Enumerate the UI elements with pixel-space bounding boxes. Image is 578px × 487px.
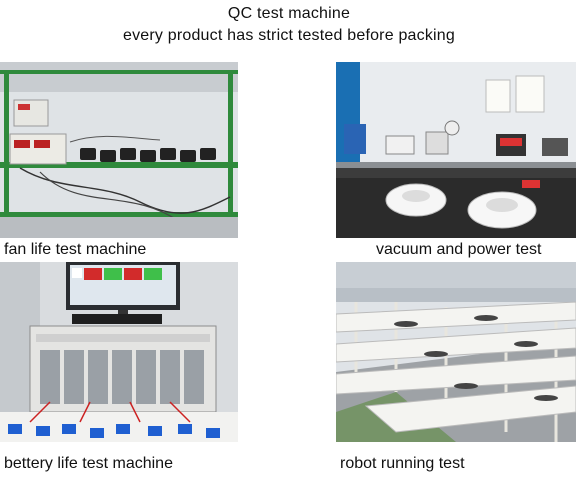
caption-battery-life-test: bettery life test machine xyxy=(4,455,173,472)
page-subtitle: every product has strict tested before p… xyxy=(122,27,456,44)
caption-vacuum-power-test: vacuum and power test xyxy=(376,241,542,258)
robot-running-test-photo xyxy=(336,262,576,442)
page-title: QC test machine xyxy=(227,5,351,22)
vacuum-power-test-photo xyxy=(336,62,576,238)
caption-robot-running-test: robot running test xyxy=(340,455,465,472)
fan-life-test-photo xyxy=(0,62,238,238)
caption-fan-life-test: fan life test machine xyxy=(4,241,147,258)
battery-life-test-photo xyxy=(0,262,238,442)
